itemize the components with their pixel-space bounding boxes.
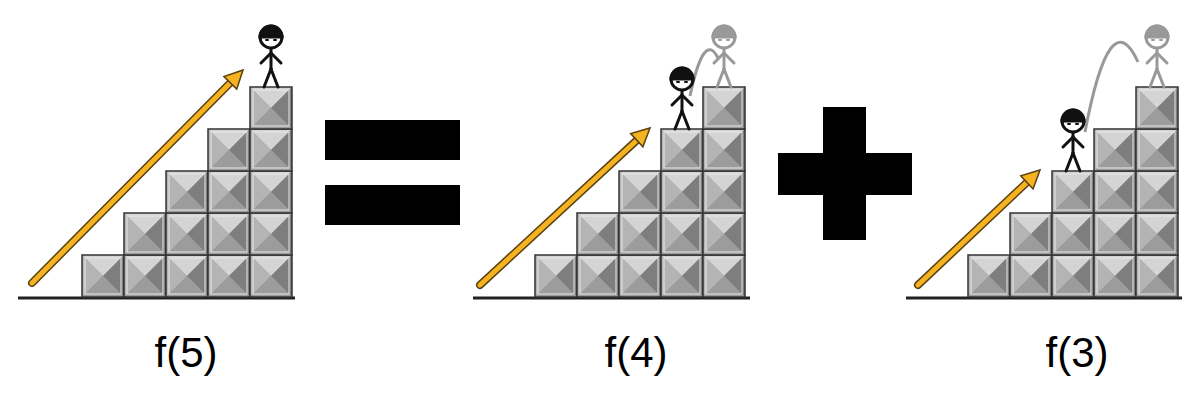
function-label: f(3) — [1046, 332, 1109, 374]
stick-figure — [1062, 110, 1084, 171]
stair-block — [1010, 255, 1052, 297]
jump-arc — [690, 50, 718, 96]
stair-block — [82, 255, 124, 297]
stair-block — [250, 171, 292, 213]
stair-block — [619, 171, 661, 213]
stair-block — [166, 171, 208, 213]
stair-block — [250, 213, 292, 255]
stair-block — [968, 255, 1010, 297]
stair-block — [661, 129, 703, 171]
stair-block — [1094, 255, 1136, 297]
function-label: f(5) — [155, 332, 218, 374]
stair-block — [703, 171, 745, 213]
stair-block — [166, 255, 208, 297]
climb-arrow — [32, 70, 243, 283]
stair-block — [703, 213, 745, 255]
staircase — [18, 87, 295, 298]
stair-block — [250, 255, 292, 297]
stair-block — [1136, 213, 1178, 255]
staircase — [473, 87, 750, 298]
equals-sign — [325, 185, 460, 225]
stick-figure — [671, 68, 693, 129]
stair-block — [208, 213, 250, 255]
stair-block — [703, 87, 745, 129]
stair-block — [1094, 129, 1136, 171]
stair-block — [1136, 171, 1178, 213]
stair-block — [1094, 171, 1136, 213]
stair-block — [619, 255, 661, 297]
climb-arrow — [918, 170, 1040, 285]
stair-block — [577, 255, 619, 297]
stair-block — [208, 171, 250, 213]
jump-arc — [1085, 42, 1138, 132]
stair-block — [703, 129, 745, 171]
stick-figure — [260, 26, 282, 87]
stair-block — [250, 129, 292, 171]
stair-block — [577, 213, 619, 255]
stair-block — [124, 255, 166, 297]
equals-sign — [325, 120, 460, 160]
stair-block — [124, 213, 166, 255]
stair-block — [1052, 255, 1094, 297]
stair-block — [661, 213, 703, 255]
stair-block — [1052, 171, 1094, 213]
stair-block — [661, 255, 703, 297]
stair-block — [703, 255, 745, 297]
climb-arrow — [480, 128, 650, 285]
stair-block — [208, 129, 250, 171]
function-label: f(4) — [605, 332, 668, 374]
stair-block — [1136, 255, 1178, 297]
stair-block — [250, 87, 292, 129]
stair-block — [1010, 213, 1052, 255]
stair-block — [166, 213, 208, 255]
staircase — [906, 87, 1182, 298]
stair-block — [661, 171, 703, 213]
stair-block — [535, 255, 577, 297]
ghost-figure — [1146, 26, 1168, 87]
stair-block — [208, 255, 250, 297]
stair-block — [1052, 213, 1094, 255]
stair-block — [1136, 87, 1178, 129]
stair-block — [1094, 213, 1136, 255]
stair-block — [619, 213, 661, 255]
stair-block — [1136, 129, 1178, 171]
ghost-figure — [713, 26, 735, 87]
plus-sign — [778, 153, 912, 195]
